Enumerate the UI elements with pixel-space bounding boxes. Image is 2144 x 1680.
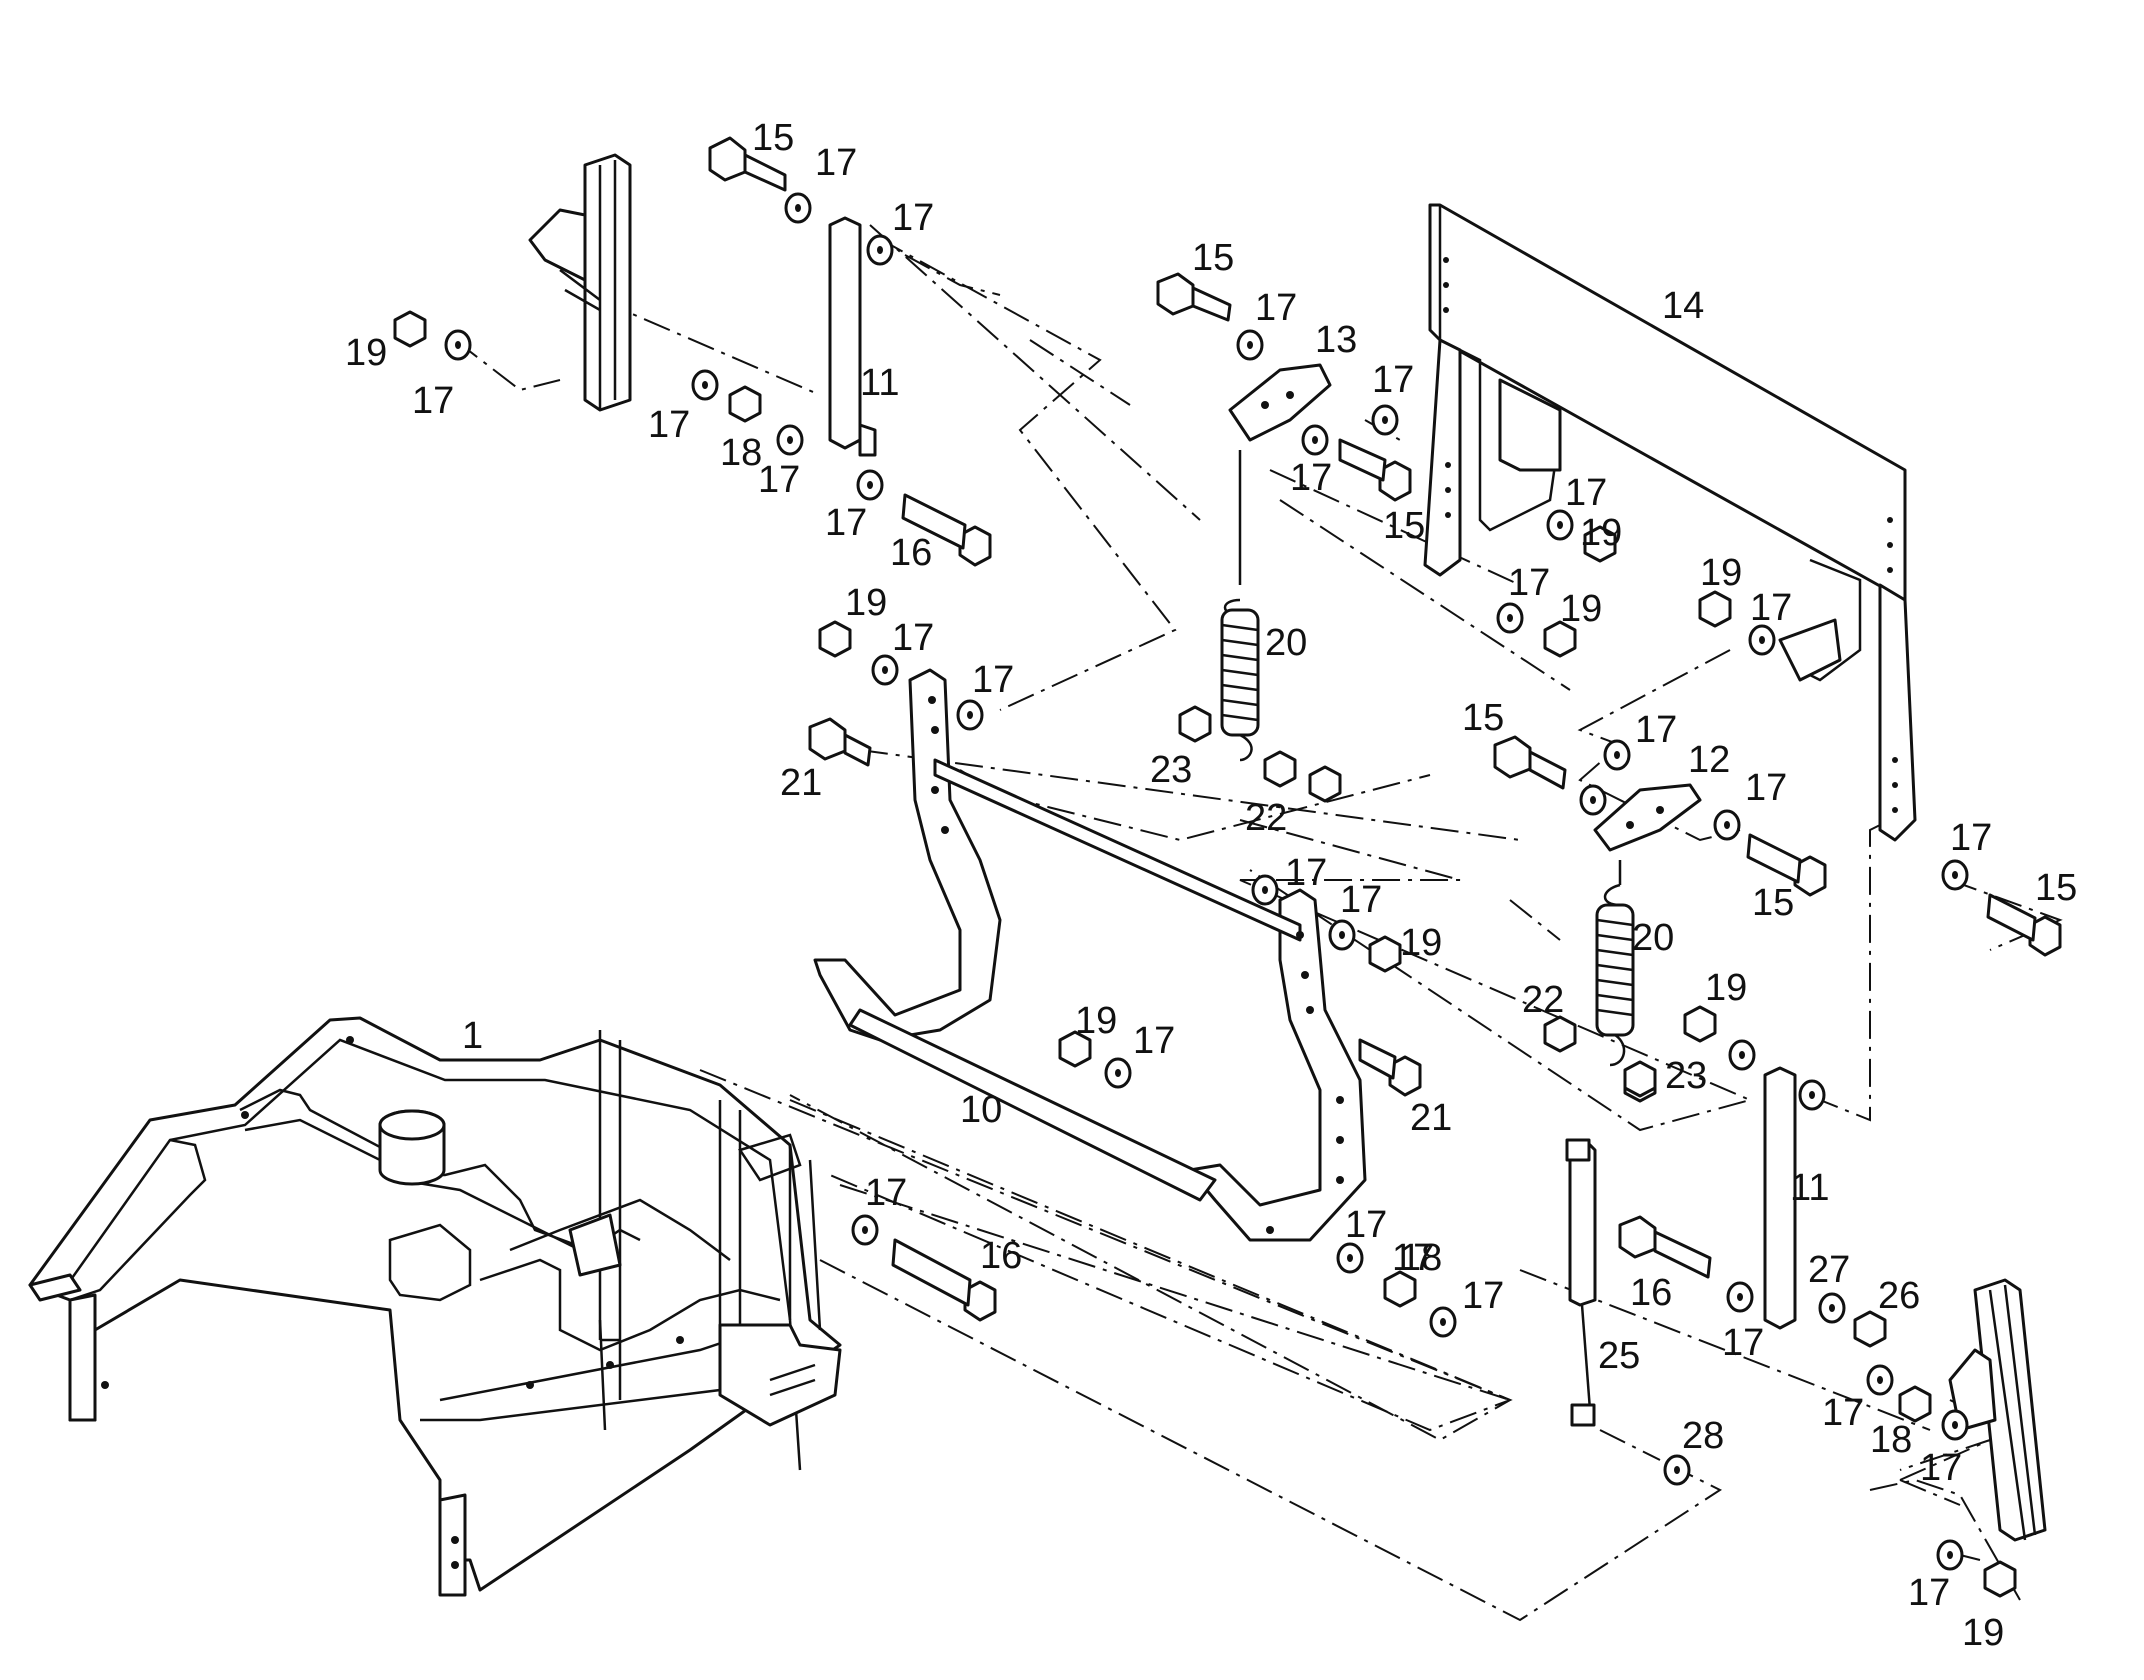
callout-label: 19 <box>1075 1000 1117 1042</box>
callout-label: 17 <box>1462 1275 1504 1317</box>
callout-label: 17 <box>1345 1204 1387 1246</box>
callout-label: 17 <box>1285 852 1327 894</box>
callout-label: 21 <box>780 762 822 804</box>
tension-spring <box>1220 450 1635 1067</box>
callout-label: 19 <box>1962 1612 2004 1654</box>
callout-label: 12 <box>1688 739 1730 781</box>
callout-label: 17 <box>865 1172 907 1214</box>
mounting-plate <box>1423 203 1917 842</box>
callout-label: 21 <box>1410 1097 1452 1139</box>
callout-label: 26 <box>1878 1275 1920 1317</box>
callout-label: 17 <box>648 404 690 446</box>
callout-label: 11 <box>1790 1167 1829 1209</box>
callout-label: 17 <box>1133 1020 1175 1062</box>
column-post-left <box>528 153 632 412</box>
callout-label: 17 <box>972 659 1014 701</box>
callout-label: 17 <box>1635 709 1677 751</box>
callout-label: 16 <box>890 532 932 574</box>
callout-label: 16 <box>980 1235 1022 1277</box>
callout-label: 19 <box>845 582 887 624</box>
callout-label: 17 <box>1745 767 1787 809</box>
callout-label: 1 <box>462 1015 483 1057</box>
callout-label: 17 <box>1372 359 1414 401</box>
callout-label: 19 <box>1560 588 1602 630</box>
callout-label: 15 <box>1752 882 1794 924</box>
swing-frame <box>813 668 1367 1242</box>
callout-label: 17 <box>758 459 800 501</box>
callout-label: 14 <box>1662 285 1704 327</box>
callout-labels: 1 10 11 11 12 13 14 15 15 15 15 15 15 16… <box>345 117 2077 1654</box>
callout-label: 19 <box>345 332 387 374</box>
callout-label: 22 <box>1245 797 1287 839</box>
callout-label: 16 <box>1630 1272 1672 1314</box>
callout-label: 17 <box>1908 1572 1950 1614</box>
callout-label: 23 <box>1150 749 1192 791</box>
callout-label: 17 <box>1508 562 1550 604</box>
callout-label: 17 <box>1290 457 1332 499</box>
callout-label: 15 <box>1192 237 1234 279</box>
callout-label: 17 <box>825 502 867 544</box>
callout-label: 13 <box>1315 319 1357 361</box>
callout-label: 28 <box>1682 1415 1724 1457</box>
callout-label: 20 <box>1265 622 1307 664</box>
callout-label: 17 <box>412 380 454 422</box>
callout-label: 17 <box>1255 287 1297 329</box>
column-post-right <box>1948 1278 2047 1542</box>
callout-label: 19 <box>1705 967 1747 1009</box>
callout-label: 17 <box>1392 1237 1434 1279</box>
callout-label: 23 <box>1665 1055 1707 1097</box>
callout-label: 15 <box>1383 505 1425 547</box>
callout-label: 17 <box>1340 879 1382 921</box>
callout-label: 18 <box>1400 1237 1442 1279</box>
link-bar <box>828 216 1797 1330</box>
fasteners <box>393 136 2062 1598</box>
callout-label: 17 <box>1822 1392 1864 1434</box>
callout-label: 15 <box>2035 867 2077 909</box>
callout-label: 22 <box>1522 979 1564 1021</box>
callout-label: 19 <box>1580 512 1622 554</box>
callout-label: 25 <box>1598 1335 1640 1377</box>
callout-label: 15 <box>1462 697 1504 739</box>
main-frame <box>28 1016 842 1597</box>
callout-label: 17 <box>1950 817 1992 859</box>
callout-label: 17 <box>1920 1447 1962 1489</box>
bracket <box>1228 363 1702 852</box>
callout-label: 17 <box>892 617 934 659</box>
callout-label: 15 <box>752 117 794 159</box>
callout-label: 17 <box>1565 472 1607 514</box>
callout-label: 27 <box>1808 1249 1850 1291</box>
callout-label: 19 <box>1400 922 1442 964</box>
callout-label: 20 <box>1632 917 1674 959</box>
gas-strut <box>1565 1138 1597 1427</box>
callout-label: 17 <box>1722 1322 1764 1364</box>
callout-label: 17 <box>815 142 857 184</box>
callout-label: 17 <box>1750 587 1792 629</box>
callout-label: 10 <box>960 1089 1002 1131</box>
callout-label: 19 <box>1700 552 1742 594</box>
callout-label: 18 <box>1870 1419 1912 1461</box>
callout-label: 17 <box>892 197 934 239</box>
callout-label: 18 <box>720 432 762 474</box>
callout-label: 11 <box>860 362 899 404</box>
